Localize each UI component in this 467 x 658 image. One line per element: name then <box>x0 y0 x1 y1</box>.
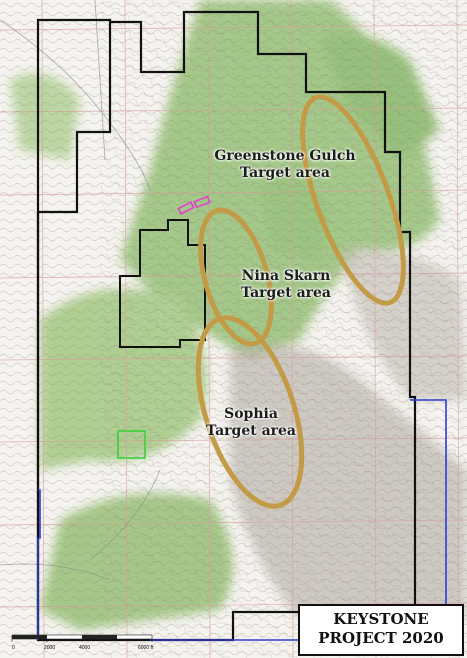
sophia-name: Sophia <box>224 406 278 422</box>
project-title-year: 2020 <box>401 628 444 647</box>
scale-label-0: 0 <box>12 645 15 651</box>
scale-label-3: 6000 ft <box>138 645 154 651</box>
sophia-target-ellipse <box>195 315 305 509</box>
nina-skarn-name: Nina Skarn <box>241 268 331 284</box>
roads <box>0 0 161 581</box>
scale-bar-graphic: 0 2000 4000 6000 ft <box>11 634 154 651</box>
blue-boundary-west <box>37 489 41 640</box>
inner-parcel-boundary <box>119 219 206 348</box>
nina-skarn-target-ellipse <box>198 207 274 347</box>
scale-bar: 0 2000 4000 6000 ft <box>10 633 160 655</box>
pink-claim-blocks <box>177 195 211 216</box>
greenstone-gulch-target-ellipse <box>300 94 406 306</box>
green-claim-square <box>117 430 146 459</box>
scale-label-2: 4000 <box>79 645 90 651</box>
project-title-line2: PROJECT 2020 <box>300 629 462 648</box>
scale-label-1: 2000 <box>44 645 55 651</box>
nina-skarn-label: Nina Skarn Target area <box>226 268 346 301</box>
sophia-label: Sophia Target area <box>196 406 306 439</box>
greenstone-gulch-name: Greenstone Gulch <box>214 148 356 164</box>
project-title-box: KEYSTONE PROJECT 2020 <box>298 604 464 656</box>
sophia-subtitle: Target area <box>206 422 296 439</box>
project-title-word: PROJECT <box>318 628 397 647</box>
project-title-line1: KEYSTONE <box>333 610 429 628</box>
contour-lines-relief <box>100 0 467 658</box>
nina-skarn-subtitle: Target area <box>241 284 331 301</box>
greenstone-gulch-subtitle: Target area <box>240 164 330 181</box>
greenstone-gulch-label: Greenstone Gulch Target area <box>210 148 360 181</box>
